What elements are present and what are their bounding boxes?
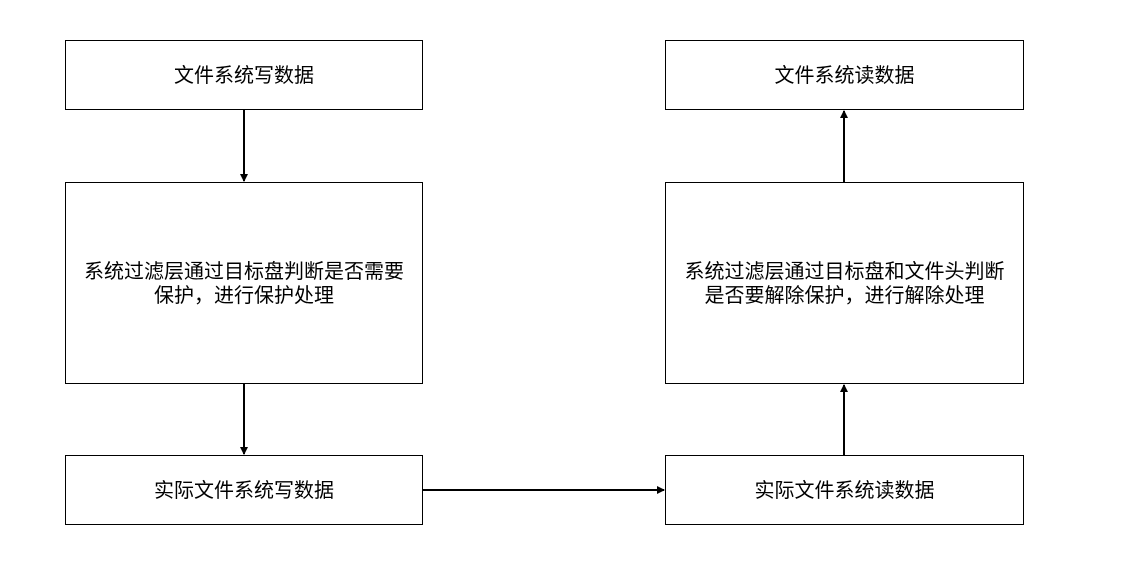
node-filter-read: 系统过滤层通过目标盘和文件头判断是否要解除保护，进行解除处理: [665, 182, 1024, 384]
node-fs-read: 文件系统读数据: [665, 40, 1024, 110]
node-filter-read-label: 系统过滤层通过目标盘和文件头判断是否要解除保护，进行解除处理: [684, 259, 1005, 307]
node-actual-read: 实际文件系统读数据: [665, 455, 1024, 525]
node-actual-read-label: 实际文件系统读数据: [754, 478, 935, 502]
node-fs-read-label: 文件系统读数据: [774, 63, 915, 87]
node-filter-write: 系统过滤层通过目标盘判断是否需要保护，进行保护处理: [65, 182, 423, 384]
node-fs-write: 文件系统写数据: [65, 40, 423, 110]
node-actual-write: 实际文件系统写数据: [65, 455, 423, 525]
node-fs-write-label: 文件系统写数据: [174, 63, 314, 87]
node-actual-write-label: 实际文件系统写数据: [154, 478, 334, 502]
node-filter-write-label: 系统过滤层通过目标盘判断是否需要保护，进行保护处理: [84, 259, 404, 307]
